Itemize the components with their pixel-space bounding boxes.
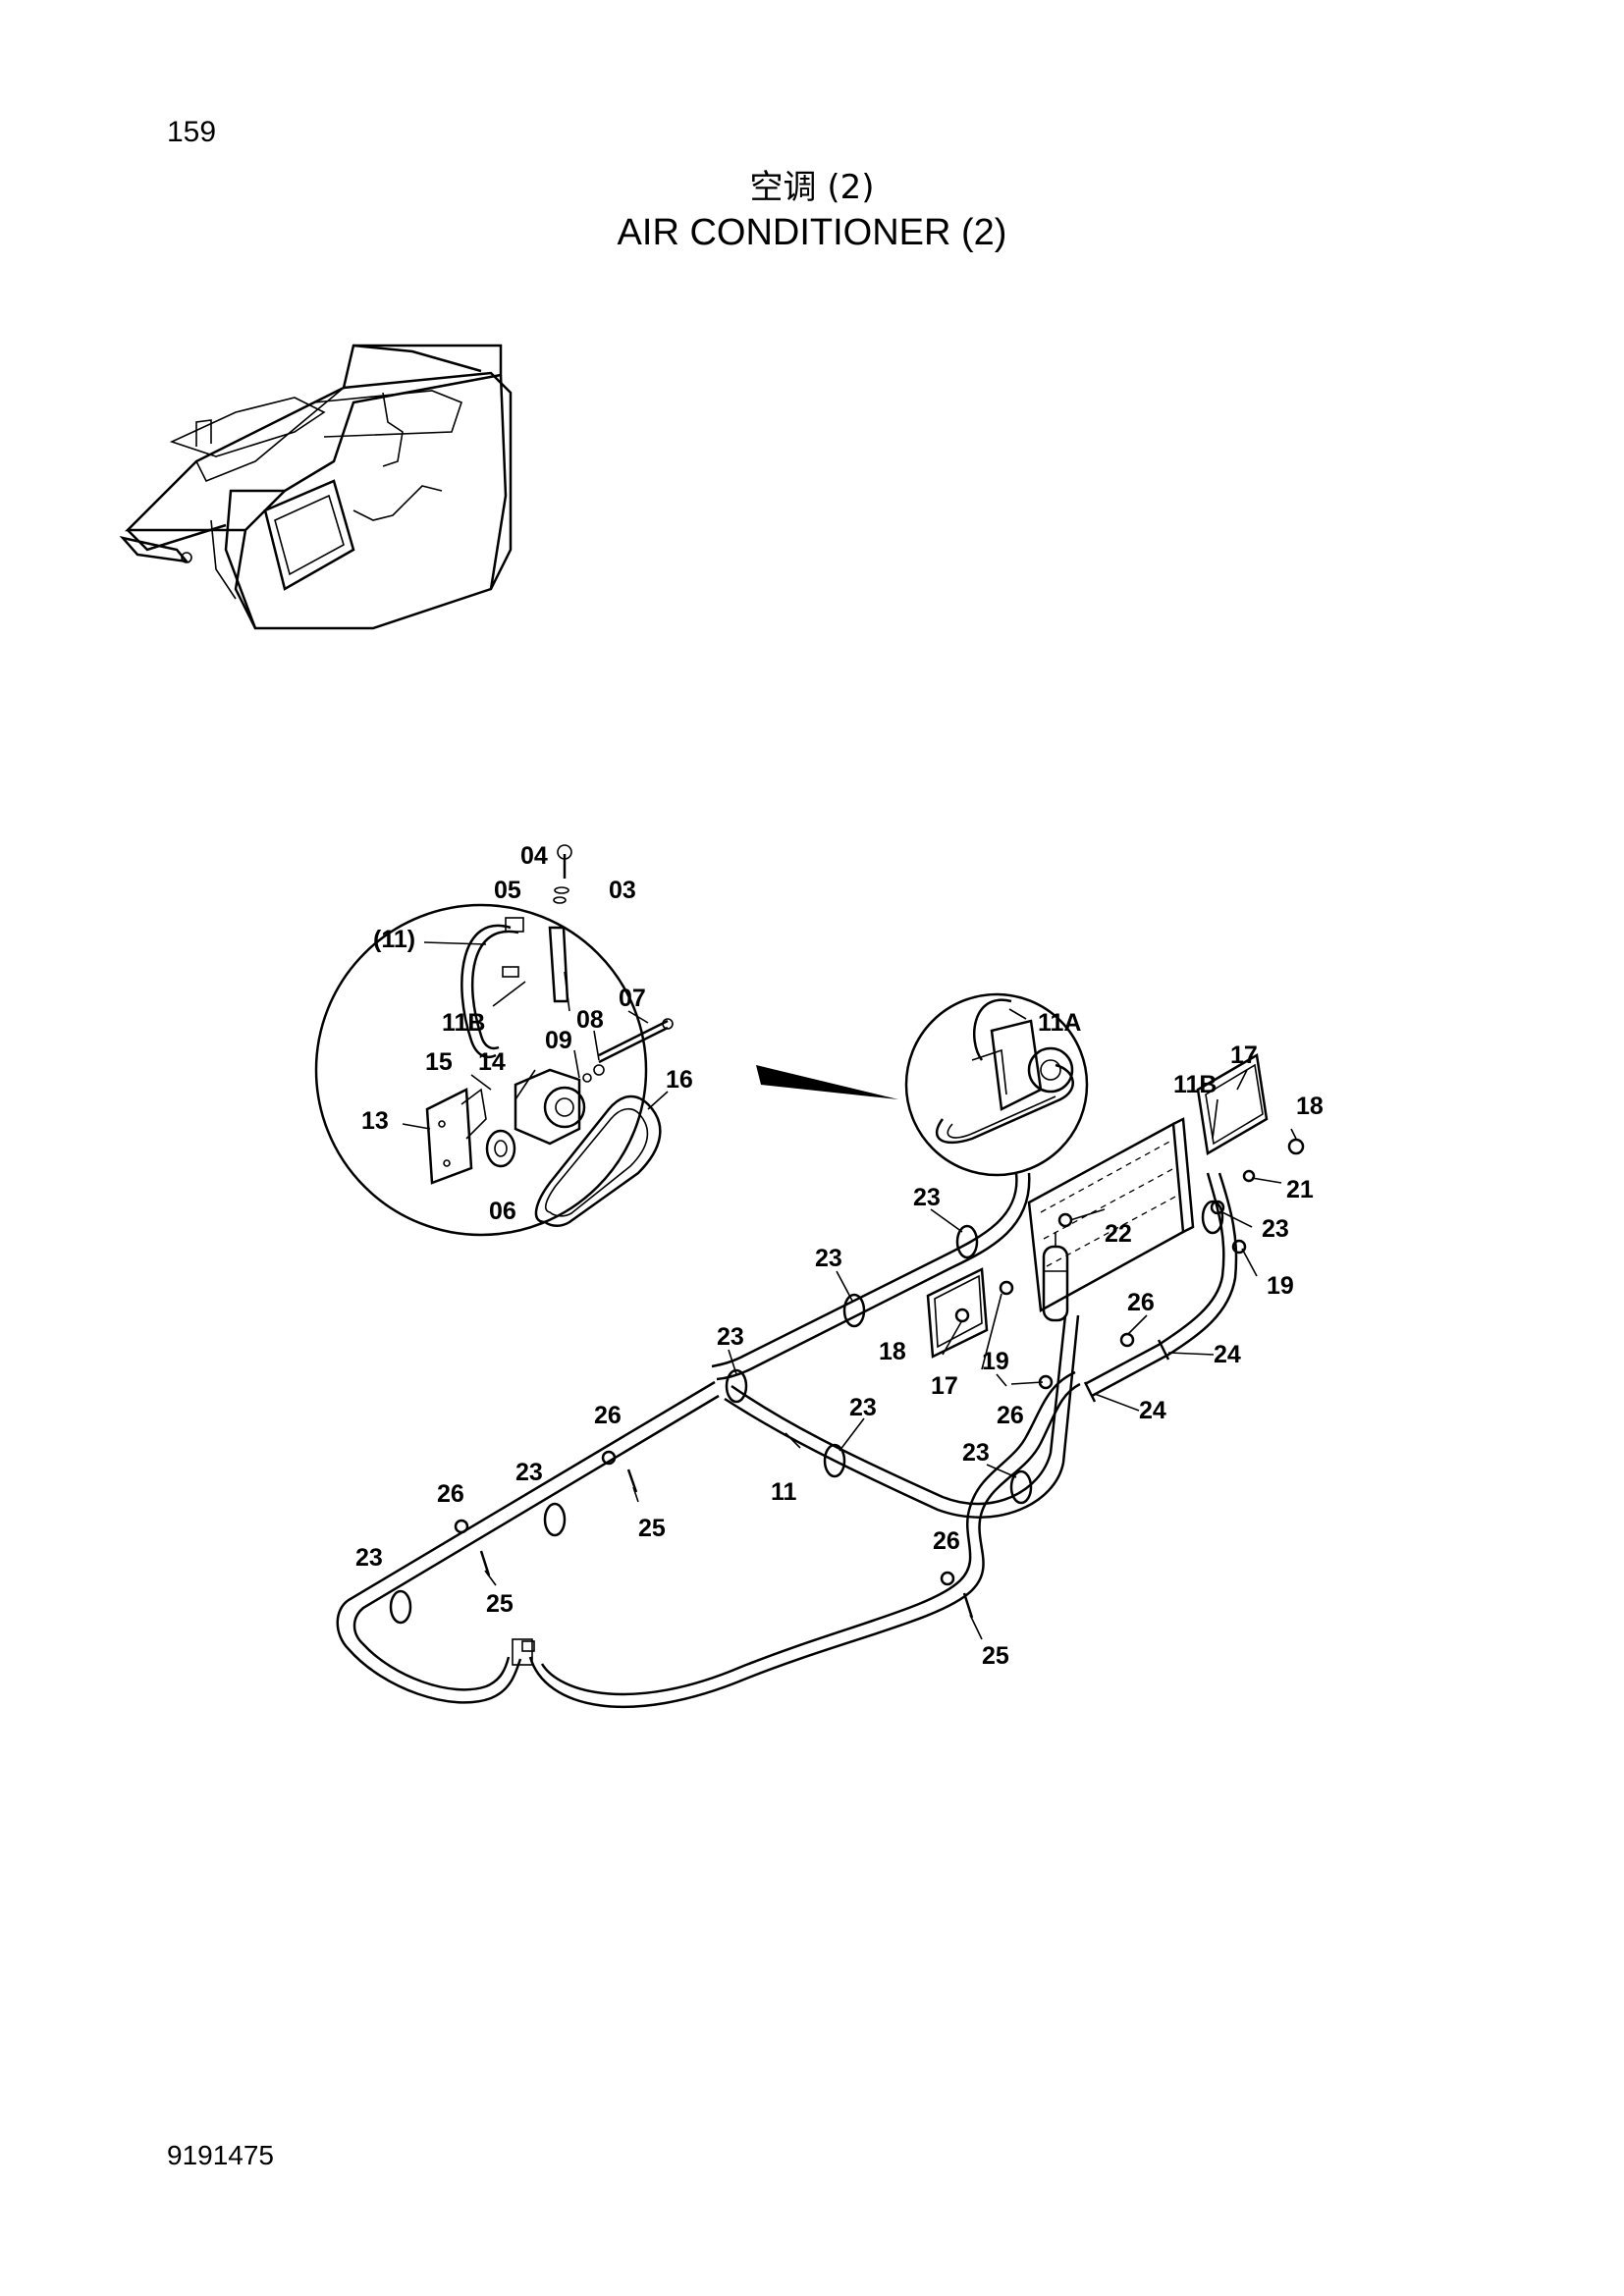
callout-19-right: 19 — [1267, 1272, 1294, 1300]
callout-26-center: 26 — [997, 1402, 1024, 1429]
callout-26-left: 26 — [594, 1402, 622, 1429]
callout-17-right: 17 — [1230, 1041, 1258, 1069]
callout-25-left: 25 — [638, 1515, 666, 1542]
engine-reference-circle — [904, 992, 1089, 1177]
callout-11b-inset: 11B — [442, 1009, 485, 1037]
callout-23-top: 23 — [913, 1184, 941, 1211]
callout-11b: 11B — [1173, 1071, 1217, 1098]
callout-23-mid: 23 — [815, 1245, 842, 1272]
callout-09: 09 — [545, 1027, 572, 1054]
page-number: 159 — [167, 116, 217, 148]
callout-11: 11 — [771, 1478, 797, 1506]
callout-18-left: 18 — [879, 1338, 906, 1365]
machine-location-sketch — [119, 344, 513, 630]
callout-26-far-left: 26 — [437, 1480, 464, 1508]
callout-23-right: 23 — [1262, 1215, 1289, 1243]
callout-23-left: 23 — [717, 1323, 744, 1351]
callout-06: 06 — [489, 1198, 516, 1225]
callout-04: 04 — [520, 842, 548, 870]
title-english: AIR CONDITIONER (2) — [617, 212, 1007, 253]
callout-26-right: 26 — [1127, 1289, 1155, 1316]
callout-23-center: 23 — [849, 1394, 877, 1421]
drawing-number: 9191475 — [167, 2140, 275, 2170]
callout-19-left: 19 — [982, 1348, 1009, 1375]
title-chinese: 空调 (2) — [749, 168, 875, 207]
detail-pointer — [756, 1065, 898, 1099]
callout-24-upper: 24 — [1214, 1341, 1241, 1368]
callout-03: 03 — [609, 877, 636, 904]
leader-lines — [484, 1069, 1297, 1640]
callout-23-lower: 23 — [962, 1439, 990, 1467]
compressor-detail-inset — [314, 844, 674, 1237]
callout-14: 14 — [478, 1048, 506, 1076]
callout-11a: 11A — [1038, 1009, 1081, 1037]
callout-22: 22 — [1105, 1220, 1132, 1248]
callout-23-far-left: 23 — [515, 1459, 543, 1486]
callout-21: 21 — [1286, 1176, 1314, 1203]
callout-05: 05 — [494, 877, 521, 904]
callout-18-right: 18 — [1296, 1093, 1324, 1120]
callout-24-lower: 24 — [1139, 1397, 1166, 1424]
callout-15: 15 — [425, 1048, 453, 1076]
callout-11-parenthesized: (11) — [373, 926, 415, 953]
hose-routing — [336, 1172, 1238, 1709]
callout-25-bottom: 25 — [982, 1642, 1009, 1670]
callout-16: 16 — [666, 1066, 693, 1094]
title-block: 空调 (2) AIR CONDITIONER (2) — [0, 160, 1624, 254]
callout-17-left: 17 — [931, 1372, 958, 1400]
callout-08: 08 — [576, 1006, 604, 1034]
callout-07: 07 — [619, 985, 646, 1012]
callout-23-edge: 23 — [355, 1544, 383, 1572]
callout-25-far-left: 25 — [486, 1590, 514, 1618]
callout-13: 13 — [361, 1107, 389, 1135]
callout-26-bottom: 26 — [933, 1527, 960, 1555]
